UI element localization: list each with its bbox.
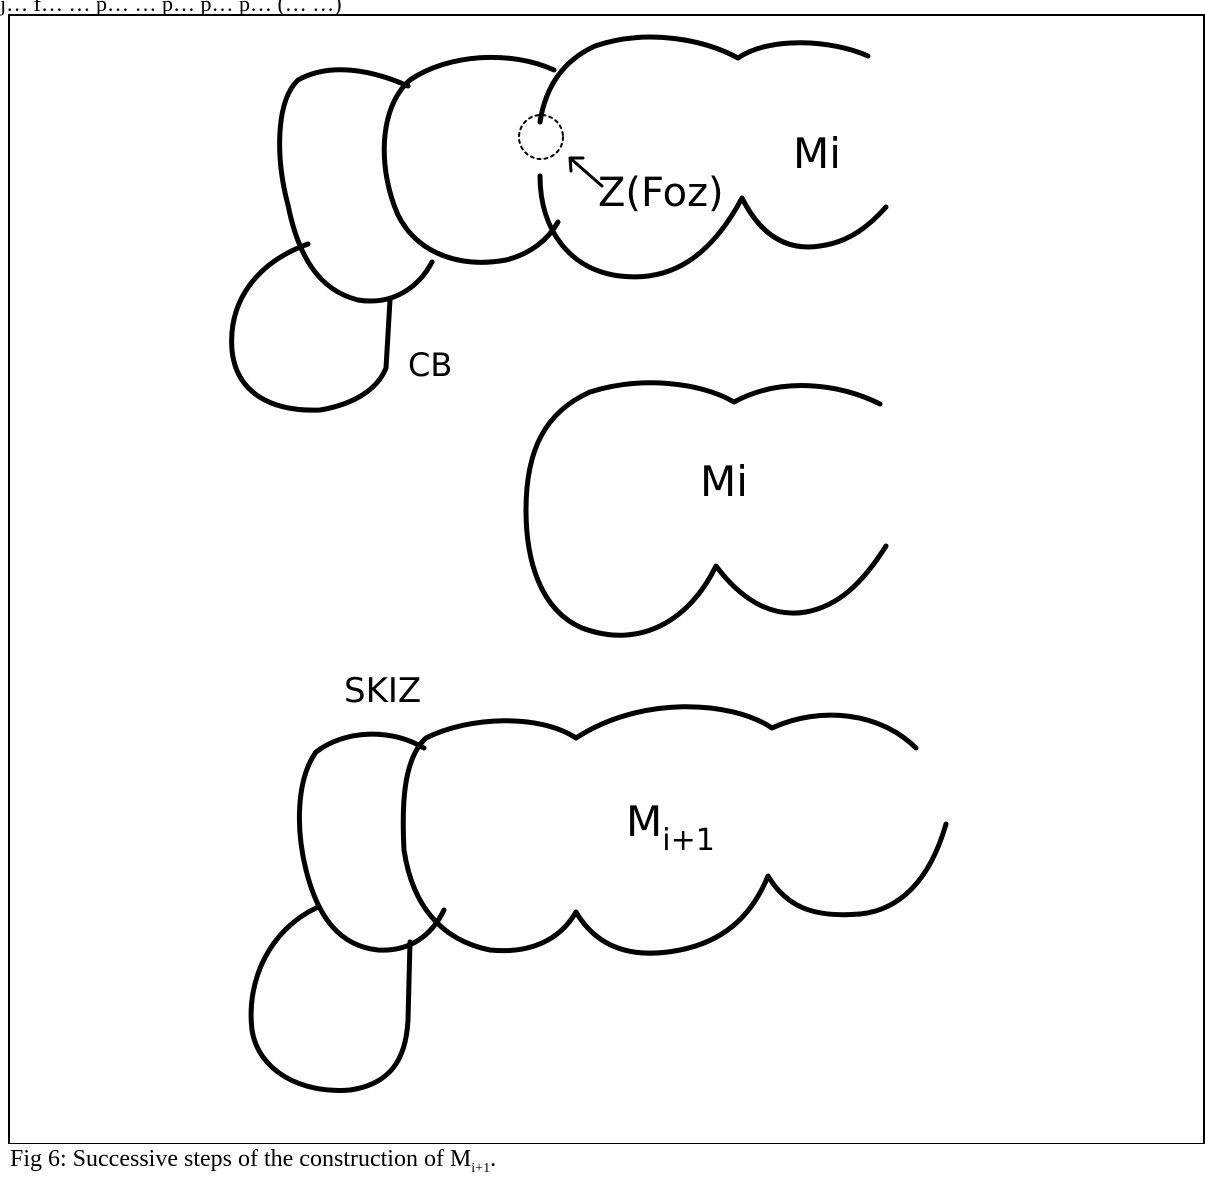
step1-dashed-circle <box>518 114 564 160</box>
label-z-foz: Z(Foz) <box>598 170 724 216</box>
step1-oval-2 <box>381 54 561 265</box>
step3-mi1-blob <box>400 704 949 956</box>
caption-end: . <box>490 1146 497 1172</box>
label-mi-top: Mi <box>793 129 841 178</box>
step3-small-circle <box>248 905 413 1093</box>
step-2-group: Mi <box>523 380 889 638</box>
label-cb: CB <box>408 346 452 384</box>
step2-mi-blob <box>523 380 889 638</box>
figure-caption: Fig 6: Successive steps of the construct… <box>10 1144 496 1184</box>
step1-mi-blob-lower <box>537 173 889 280</box>
step1-arrow <box>568 156 604 188</box>
step3-oval-1 <box>296 731 447 953</box>
top-clipped-text: j… f… … p… … p… p… p… (… …) <box>0 0 342 16</box>
figure-panel <box>8 14 1205 1144</box>
step1-oval-1 <box>277 67 435 304</box>
label-skiz: SKIZ <box>344 671 421 711</box>
step-3-group: SKIZ Mi+1 <box>248 671 949 1093</box>
label-mi1: Mi+1 <box>626 797 715 858</box>
label-mi-mid: Mi <box>700 457 748 506</box>
step-1-group: Mi Z(Foz) CB <box>229 34 889 413</box>
step1-small-circle <box>229 241 393 413</box>
step1-mi-blob <box>537 34 871 125</box>
caption-subscript: i+1 <box>471 1160 491 1176</box>
caption-text: Fig 6: Successive steps of the construct… <box>10 1146 472 1172</box>
